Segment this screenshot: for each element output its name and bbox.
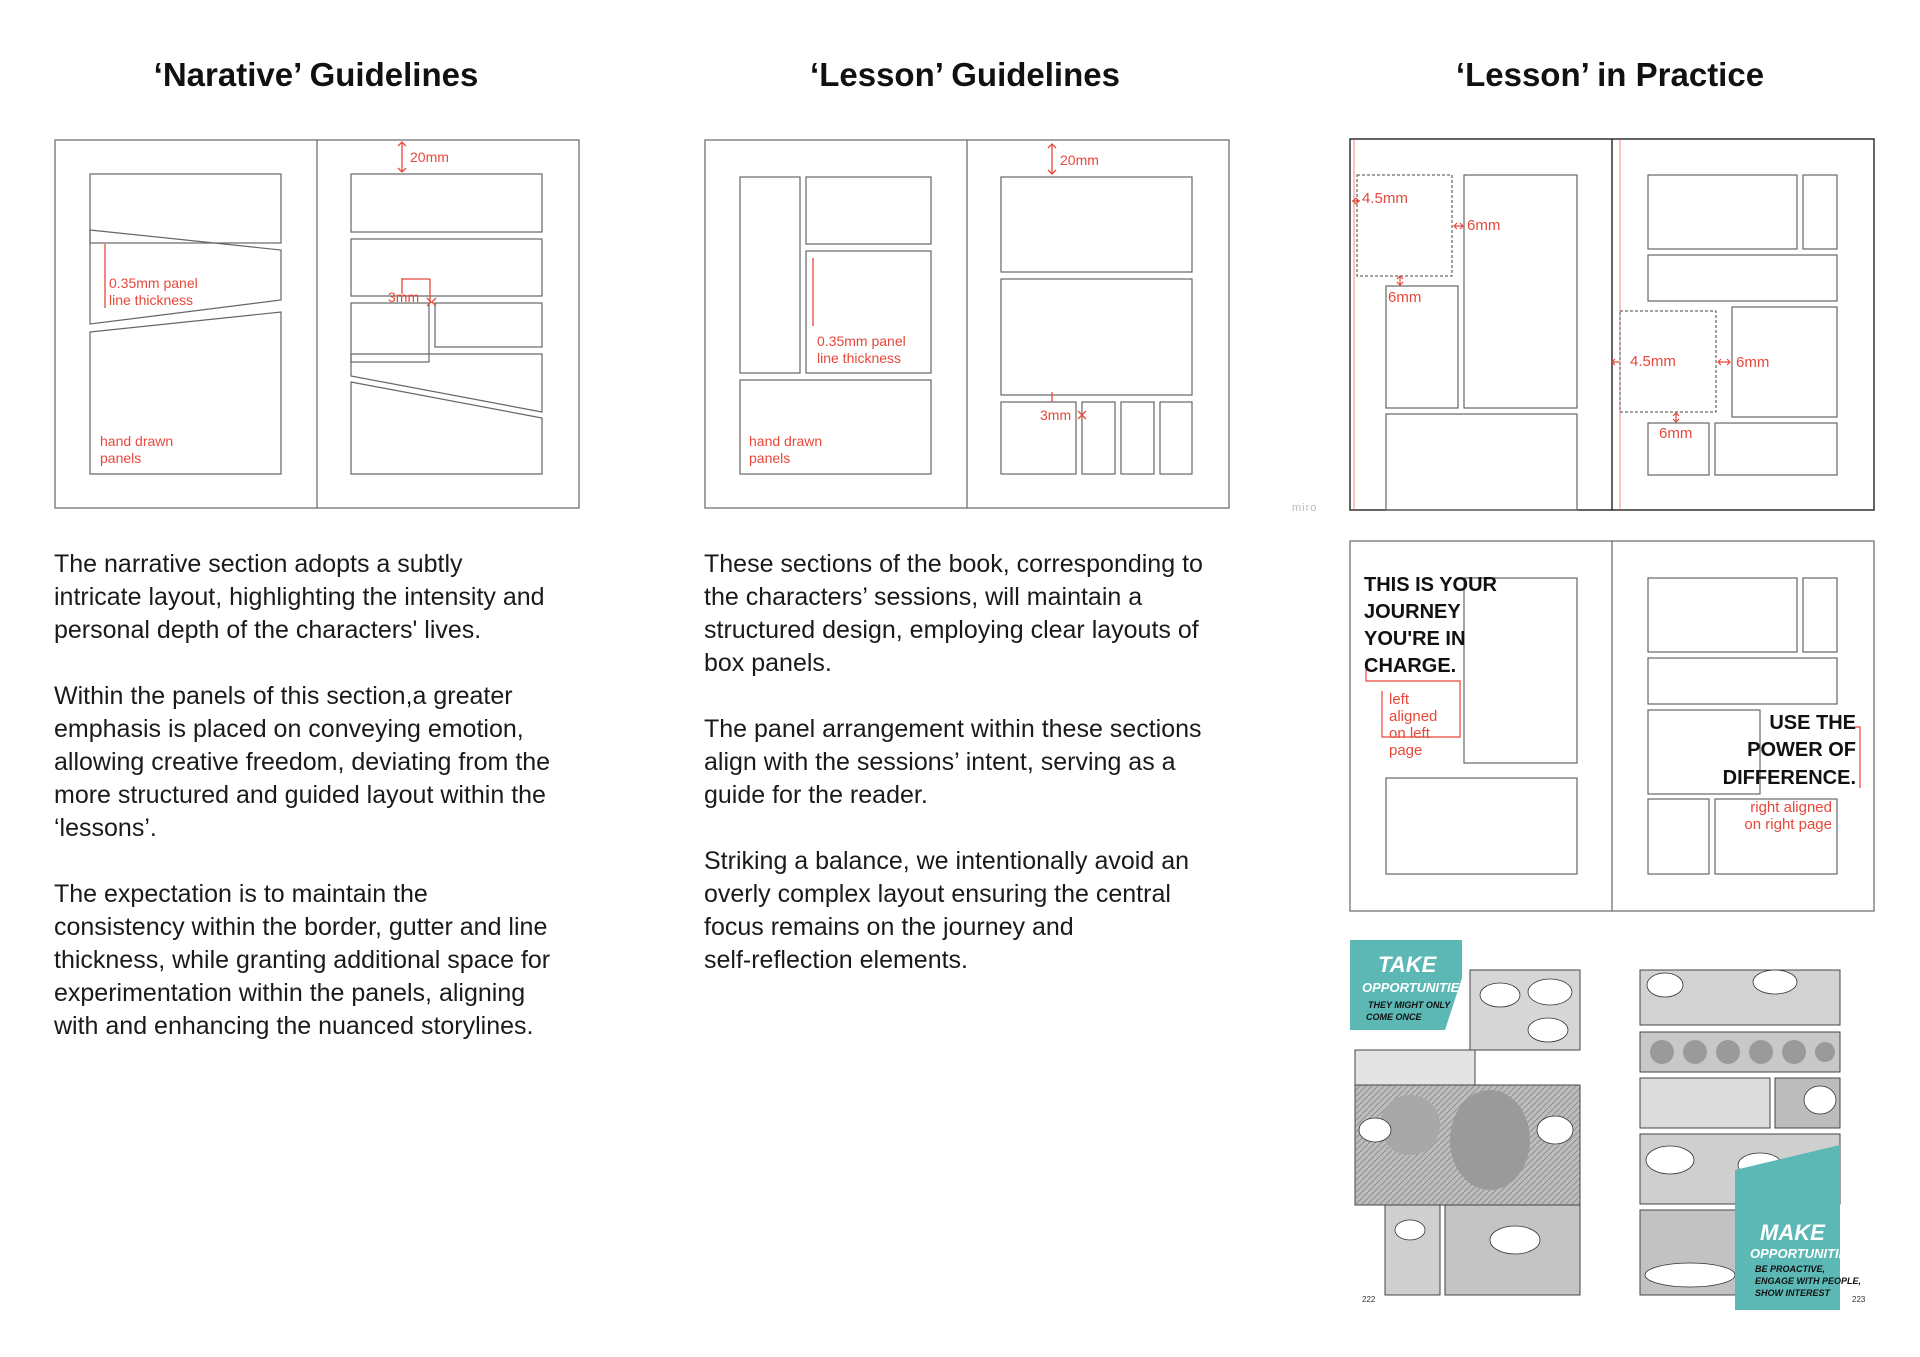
lesson-panel [739, 379, 932, 475]
comic-right-sub-2: ENGAGE WITH PEOPLE, [1755, 1276, 1861, 1286]
narrative-line-label-2: line thickness [109, 292, 193, 308]
narrative-panel [89, 311, 282, 475]
comic-right-title-2: OPPORTUNITIES [1750, 1246, 1856, 1261]
comic-right-teal-block [1735, 1145, 1840, 1310]
narrative-line-label-1: 0.35mm panel [109, 275, 198, 291]
lesson-panel [1000, 278, 1193, 396]
comic-left-sub-2: COME ONCE [1366, 1012, 1423, 1022]
lesson-panel [1000, 401, 1077, 475]
comic-right-sub-1: BE PROACTIVE, [1755, 1264, 1825, 1274]
comic-left-title-2: OPPORTUNITIES [1362, 980, 1468, 995]
comic-left-teal-block [1350, 940, 1462, 1030]
lesson-gutter-label: 3mm [1040, 407, 1071, 423]
lesson-panel [805, 176, 932, 245]
lesson-panel [805, 250, 932, 374]
practice-right-vertical-label: 6mm [1659, 425, 1692, 442]
comic-left-sub-1: THEY MIGHT ONLY [1368, 1000, 1451, 1010]
narrative-panel [434, 302, 543, 348]
narrative-paragraph-2: Within the panels of this section,a grea… [54, 682, 551, 842]
lesson-spread-diagram: 20mm 0.35mm panel line thickness 3mm han… [704, 139, 1230, 509]
practice-left-title-line-1: THIS IS YOUR [1364, 574, 1498, 596]
practice-left-title-line-2: JOURNEY [1364, 601, 1461, 623]
practice-left-margin-label: 4.5mm [1362, 190, 1408, 207]
narrative-panel [350, 353, 543, 413]
practice-left-note-2: aligned [1389, 708, 1437, 725]
comic-left-title-1: TAKE [1378, 952, 1438, 977]
narrative-panel [89, 229, 282, 325]
practice-right-margin-label: 4.5mm [1630, 353, 1676, 370]
practice-left-note-3: on left [1389, 725, 1431, 742]
lesson-panel [739, 176, 801, 374]
comic-spread-preview: TAKE OPPORTUNITIES THEY MIGHT ONLY COME … [1350, 940, 1875, 1310]
comic-right-page-number: 223 [1852, 1295, 1866, 1304]
narrative-hand-label-1: hand drawn [100, 433, 173, 449]
heading-narrative: ‘Narative’ Guidelines [153, 56, 479, 93]
practice-left-gutter-label: 6mm [1467, 217, 1500, 234]
practice-right-title-line-3: DIFFERENCE. [1723, 767, 1856, 789]
heading-lesson: ‘Lesson’ Guidelines [810, 56, 1120, 93]
narrative-margin-label: 20mm [410, 149, 449, 165]
narrative-description: The narrative section adopts a subtly in… [54, 548, 614, 1076]
lesson-panel [1081, 401, 1116, 475]
narrative-panel [350, 173, 543, 233]
narrative-paragraph-3: The expectation is to maintain the consi… [54, 880, 551, 1040]
narrative-gutter-label: 3mm [388, 289, 419, 305]
lesson-description: These sections of the book, correspondin… [704, 548, 1264, 1010]
lesson-panel [1000, 176, 1193, 273]
practice-left-note-1: left [1389, 691, 1410, 708]
narrative-panel [89, 173, 282, 244]
practice-right-title-line-2: POWER OF [1747, 739, 1856, 761]
narrative-hand-label-2: panels [100, 450, 141, 466]
lesson-panel [1159, 401, 1193, 475]
practice-right-gutter-label: 6mm [1736, 354, 1769, 371]
lesson-panel [1120, 401, 1155, 475]
practice-right-note-1: right aligned [1750, 799, 1832, 816]
comic-right-sub-3: SHOW INTEREST [1755, 1288, 1832, 1298]
practice-left-vertical-label: 6mm [1388, 289, 1421, 306]
miro-watermark: miro [1292, 502, 1318, 514]
practice-left-note-4: page [1389, 742, 1422, 759]
practice-right-note-2: on right page [1744, 816, 1832, 833]
practice-spread-diagram-1: 4.5mm 6mm 6mm 4.5mm 6mm 6mm [1349, 138, 1875, 511]
comic-right-title-1: MAKE [1760, 1220, 1826, 1245]
lesson-paragraph-3: Striking a balance, we intentionally avo… [704, 847, 1190, 974]
lesson-line-label-2: line thickness [817, 350, 901, 366]
narrative-spread-diagram: 20mm 0.35mm panel line thickness 3mm han… [54, 139, 580, 509]
comic-left-page-number: 222 [1362, 1295, 1376, 1304]
practice-spread-diagram-2: THIS IS YOUR JOURNEY YOU'RE IN CHARGE. l… [1349, 540, 1875, 912]
lesson-paragraph-1: These sections of the book, correspondin… [704, 550, 1203, 677]
lesson-line-label-1: 0.35mm panel [817, 333, 906, 349]
narrative-panel [350, 381, 543, 475]
lesson-hand-label-1: hand drawn [749, 433, 822, 449]
narrative-paragraph-1: The narrative section adopts a subtly in… [54, 550, 545, 644]
heading-practice: ‘Lesson’ in Practice [1455, 56, 1765, 93]
lesson-paragraph-2: The panel arrangement within these secti… [704, 715, 1202, 809]
narrative-panel [350, 302, 430, 363]
practice-left-title-line-3: YOU'RE IN [1364, 628, 1465, 650]
narrative-panel [350, 238, 543, 297]
lesson-margin-label: 20mm [1060, 152, 1099, 168]
practice-left-title-line-4: CHARGE. [1364, 655, 1456, 677]
practice-right-title-line-1: USE THE [1769, 712, 1856, 734]
lesson-hand-label-2: panels [749, 450, 790, 466]
